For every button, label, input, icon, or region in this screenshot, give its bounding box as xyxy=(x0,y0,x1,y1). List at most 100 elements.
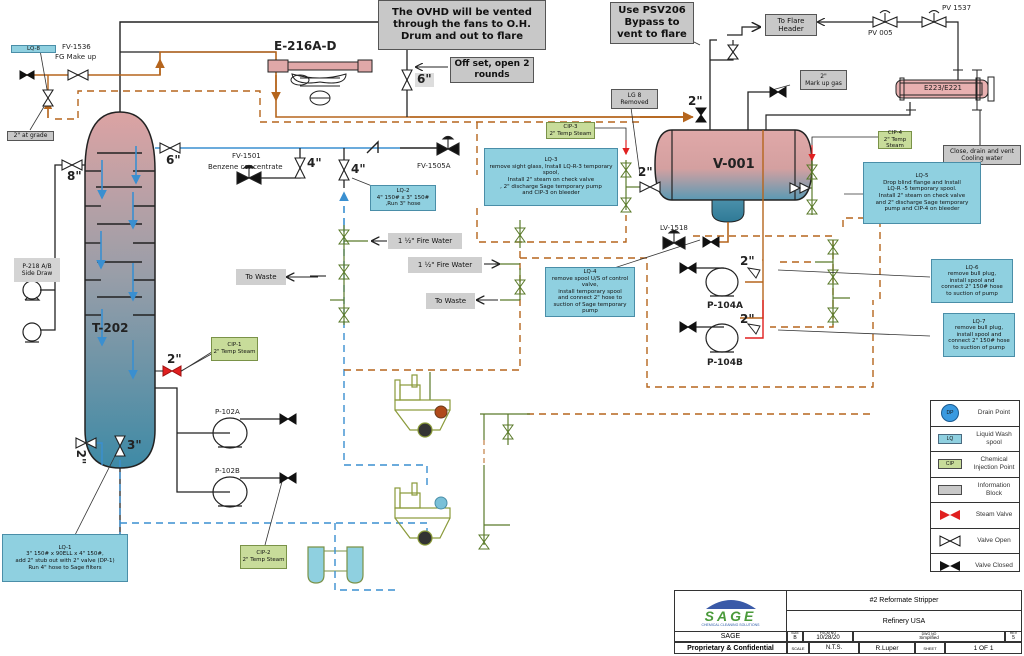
legend-item: DP Drain Point xyxy=(931,401,1019,427)
info-flare-header: To Flare Header xyxy=(765,14,817,36)
valve-6in-ovhd xyxy=(401,69,413,91)
info-fire-water-2: 1 ½" Fire Water xyxy=(408,257,482,273)
pv1537-label: PV 1537 xyxy=(942,4,972,12)
valve-6in-col xyxy=(159,142,181,154)
size-2in-104b: 2" xyxy=(740,312,755,326)
valve-closed-lv-bypass xyxy=(702,236,720,248)
info-at-grade: 2" at grade xyxy=(7,131,54,141)
logo-cell: SAGE CHEMICAL CLEANING SOLUTIONS xyxy=(675,591,787,631)
valve-2in-bottom xyxy=(75,437,97,449)
size-2in-top: 2" xyxy=(688,94,703,108)
size-2in-cip1: 2" xyxy=(167,352,182,366)
valve-closed-fg xyxy=(19,70,35,80)
valve-fv1536 xyxy=(67,69,89,81)
info-ovhd: The OVHD will be vented through the fans… xyxy=(378,0,546,50)
temp-pump-skid-2 xyxy=(394,482,451,546)
size-2in-bottom: 2" xyxy=(74,449,89,465)
size-value: B xyxy=(793,634,797,641)
pv005-label: PV 005 xyxy=(868,29,893,37)
valve-4in-a xyxy=(294,157,306,179)
legend-item: Steam Valve xyxy=(931,503,1019,529)
scale-value: N.T.S. xyxy=(809,642,859,653)
valve-closed-markup xyxy=(769,86,787,98)
steam-valve-cip1 xyxy=(162,365,182,377)
valve-closed-p102a xyxy=(279,413,297,425)
size-6in-ovhd: 6" xyxy=(415,72,434,87)
confidential-label: Proprietary & Confidential xyxy=(675,642,787,653)
lq5-block: LQ-5 Drop blind flange and Install LQ-R … xyxy=(863,162,981,224)
lq3-block: LQ-3 remove sight glass, Install LQ-R-3 … xyxy=(484,148,618,206)
info-close-drain: Close, drain and vent Cooling water xyxy=(943,145,1021,165)
exchanger-e223 xyxy=(895,69,995,111)
pump-p218-label: P-218 A/B Side Draw xyxy=(14,258,60,282)
drawing-title: #2 Reformate Stripper xyxy=(787,591,1021,611)
valve-8in xyxy=(61,159,83,171)
fg-makeup-label: FG Make up xyxy=(55,53,97,61)
info-lg8: LG 8 Removed xyxy=(611,89,658,109)
lq2-block: LQ-2 4" 150# x 3" 150# ,Run 3" hose xyxy=(370,185,436,211)
column-t202 xyxy=(84,111,156,469)
valve-v001-left xyxy=(639,181,661,193)
valve-closed-p104a xyxy=(679,262,697,274)
drawn-by: R.Luper xyxy=(859,642,915,653)
legend: DP Drain Point LQ Liquid Wash spool CIP … xyxy=(930,400,1020,572)
lq7-block: LQ-7 remove bull plug, install spool and… xyxy=(943,313,1015,357)
pump-p102a xyxy=(212,417,282,449)
client-name: Refinery USA xyxy=(882,617,926,625)
company-name: SAGE xyxy=(675,631,787,642)
valve-closed-icon xyxy=(940,561,960,572)
chemical-injection-icon: CIP xyxy=(938,459,962,470)
pump-p104b-label: P-104B xyxy=(707,358,743,368)
size-4in-a: 4" xyxy=(307,156,322,170)
liquid-wash-icon: LQ xyxy=(938,433,962,444)
size-3in: 3" xyxy=(127,438,142,452)
air-cooler-e216 xyxy=(267,59,373,106)
valve-3in xyxy=(114,435,126,457)
drain-point-icon: DP xyxy=(941,404,959,423)
legend-item: Valve Closed xyxy=(931,554,1019,579)
logo-arc-icon xyxy=(705,600,756,609)
temp-pump-skid-1 xyxy=(394,374,451,438)
pump-p102b xyxy=(212,476,282,508)
valve-psv-bypass xyxy=(726,44,740,60)
fv1501-label: FV-1501 xyxy=(232,152,261,160)
valve-closed-p102b xyxy=(279,472,297,484)
rev-value: 5 xyxy=(1012,634,1015,641)
cip4-block: CIP-4 2" Temp Steam xyxy=(878,130,912,149)
lq8-block: LQ-8 xyxy=(11,45,56,53)
pump-p104b xyxy=(688,323,739,353)
column-label: T-202 xyxy=(92,321,129,335)
info-psv: Use PSV206 Bypass to vent to flare xyxy=(610,2,694,44)
dwg-label: DWG NO xyxy=(921,631,937,636)
info-offset: Off set, open 2 rounds xyxy=(450,57,534,83)
info-fire-water-1: 1 ½" Fire Water xyxy=(388,233,462,249)
lq6-block: LQ-6 remove bull plug, install spool and… xyxy=(931,259,1013,303)
lv1518-label: LV-1518 xyxy=(660,224,688,232)
pump-p102a-label: P-102A xyxy=(215,408,240,416)
air-cooler-label: E-216A-D xyxy=(274,39,337,53)
exchanger-label: E223/E221 xyxy=(924,84,962,92)
legend-item: LQ Liquid Wash spool xyxy=(931,427,1019,452)
info-to-waste-2: To Waste xyxy=(426,293,475,309)
title-block: SAGE CHEMICAL CLEANING SOLUTIONS #2 Refo… xyxy=(674,590,1022,654)
sheet-label: SHEET xyxy=(915,642,945,653)
info-to-waste-1: To Waste xyxy=(236,269,286,285)
lq1-block: LQ-1 3" 150# x 90ELL x 4" 150#, add 2" s… xyxy=(2,534,128,582)
valve-4in-b xyxy=(338,159,350,181)
valve-lq8 xyxy=(42,89,54,107)
logo-text: SAGE xyxy=(704,608,757,624)
steam-valve-icon xyxy=(940,510,960,521)
drum-v001 xyxy=(654,129,813,223)
legend-item: Information Block xyxy=(931,478,1019,503)
size-6in-col: 6" xyxy=(166,153,181,167)
sage-filters xyxy=(307,546,364,584)
rev-label: REV xyxy=(1009,631,1018,636)
valve-open-icon xyxy=(939,534,961,547)
fv1536-label: FV-1536 xyxy=(62,43,91,51)
benzene-label: Benzene concentrate xyxy=(208,163,283,171)
cip1-block: CIP-1 2" Temp Steam xyxy=(211,337,258,361)
sheet-value: 1 OF 1 xyxy=(945,642,1021,653)
lq4-block: LQ-4 remove spool U/S of control valve, … xyxy=(545,267,635,317)
